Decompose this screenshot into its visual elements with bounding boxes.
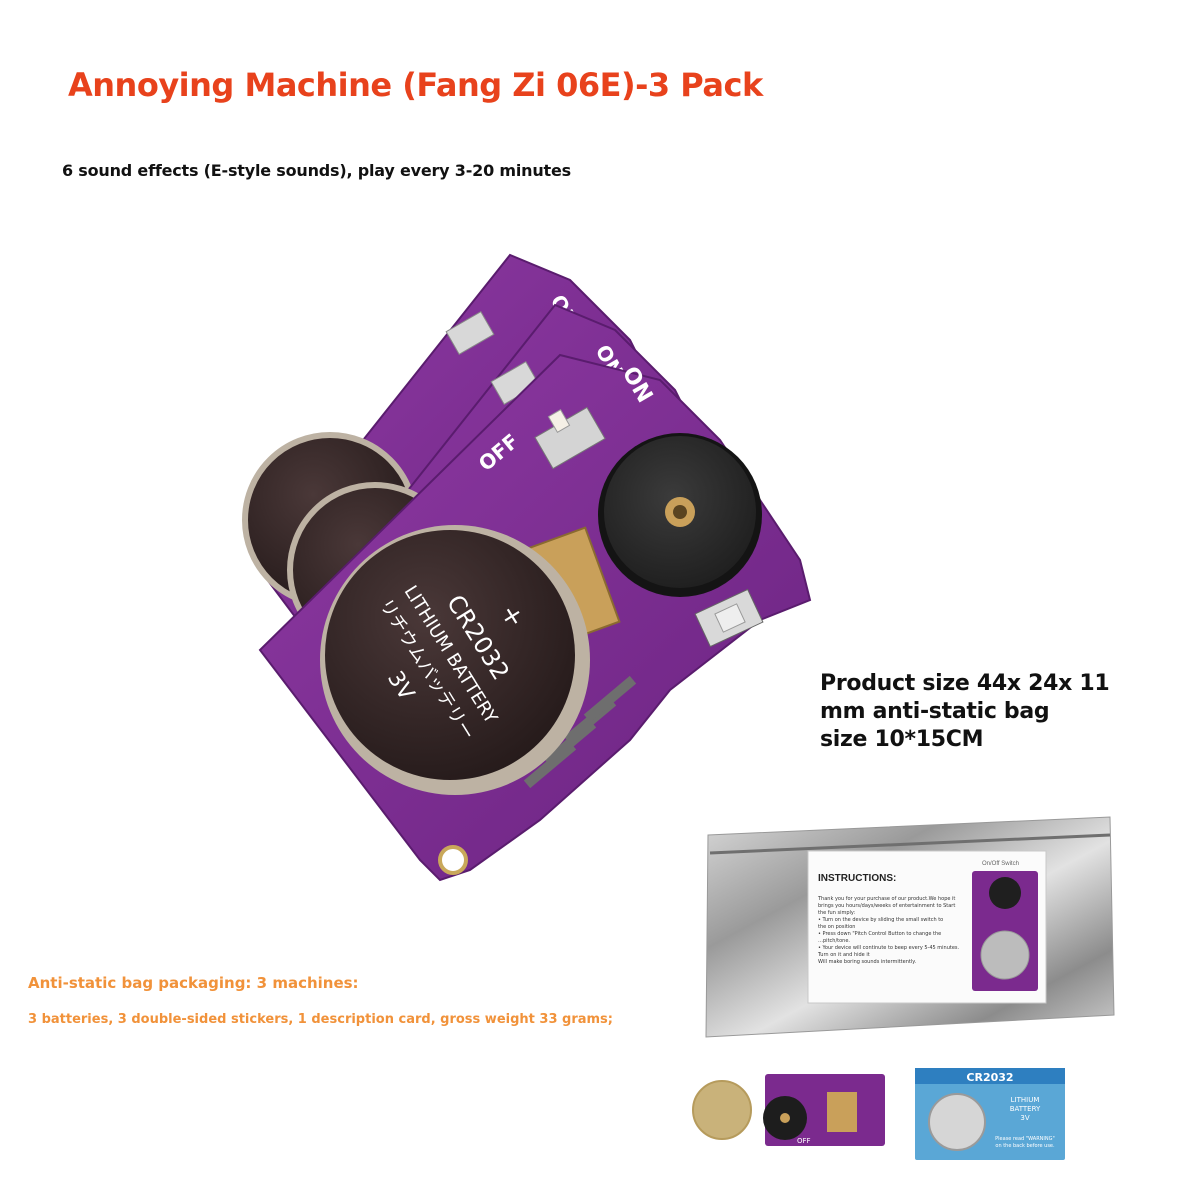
product-size-line-3: size 10*15CM (820, 727, 984, 752)
double-sided-sticker (692, 1080, 752, 1140)
instruction-line: • Turn on the device by sliding the smal… (818, 917, 943, 923)
loose-items-photo: OFF CR2032 LITHIUM BATTERY 3V Please rea… (692, 1068, 1065, 1160)
card-coin-image (980, 930, 1030, 980)
instruction-line: Thank you for your purchase of our produ… (817, 896, 955, 902)
instruction-line: • Press down "Pitch Control Button to ch… (818, 931, 941, 937)
instruction-line: …pitch/tone. (818, 938, 850, 944)
product-size-line-1: Product size 44x 24x 11 (820, 671, 1110, 696)
blister-label: CR2032 (966, 1071, 1013, 1084)
blister-note: Please read "WARNING" (995, 1136, 1055, 1142)
instruction-card-heading: INSTRUCTIONS: (818, 873, 896, 884)
instruction-line: the on position (818, 924, 855, 930)
page-title: Annoying Machine (Fang Zi 06E)-3 Pack (68, 66, 763, 104)
instruction-line: the fun simply: (818, 910, 856, 916)
instruction-line: Turn on it and hide it (817, 952, 870, 958)
instruction-line: Will make boring sounds intermittently. (818, 959, 916, 965)
blister-line: BATTERY (1010, 1105, 1041, 1113)
antistatic-bag-photo: INSTRUCTIONS: On/Off Switch Thank you fo… (705, 816, 1115, 1038)
edge-contacts (523, 675, 637, 789)
instruction-line: • Your device will continute to beep eve… (818, 945, 960, 951)
coin-cell-battery: + CR2032 LITHIUM BATTERY リチウムバッテリー 3V (320, 525, 590, 795)
card-buzzer-image (989, 877, 1021, 909)
instruction-line: brings you hours/days/weeks of entertain… (818, 903, 955, 909)
packaging-line-2: 3 batteries, 3 double-sided stickers, 1 … (28, 1012, 613, 1027)
page-subtitle: 6 sound effects (E-style sounds), play e… (62, 161, 571, 180)
blister-line: LITHIUM (1011, 1096, 1040, 1104)
loose-pcb: OFF (763, 1074, 885, 1146)
pcb-board-front: ON OFF + CR2032 LITHIUM BATTERY リチウムバッテリ… (258, 353, 812, 882)
product-size-line-2: mm anti-static bag (820, 699, 1050, 724)
battery-blister-pack: CR2032 LITHIUM BATTERY 3V Please read "W… (915, 1068, 1065, 1160)
blister-line: 3V (1020, 1114, 1029, 1122)
instruction-card-callout: On/Off Switch (982, 861, 1019, 867)
blister-note: on the back before use. (995, 1143, 1055, 1149)
pitch-control-button (694, 588, 764, 648)
slide-switch (534, 406, 606, 470)
product-size-text: Product size 44x 24x 11 mm anti-static b… (820, 670, 1110, 754)
loose-pcb-off-label: OFF (797, 1137, 811, 1145)
buzzer (598, 433, 762, 597)
packaging-line-1: Anti-static bag packaging: 3 machines: (28, 974, 359, 992)
keyring-hole (438, 845, 468, 875)
